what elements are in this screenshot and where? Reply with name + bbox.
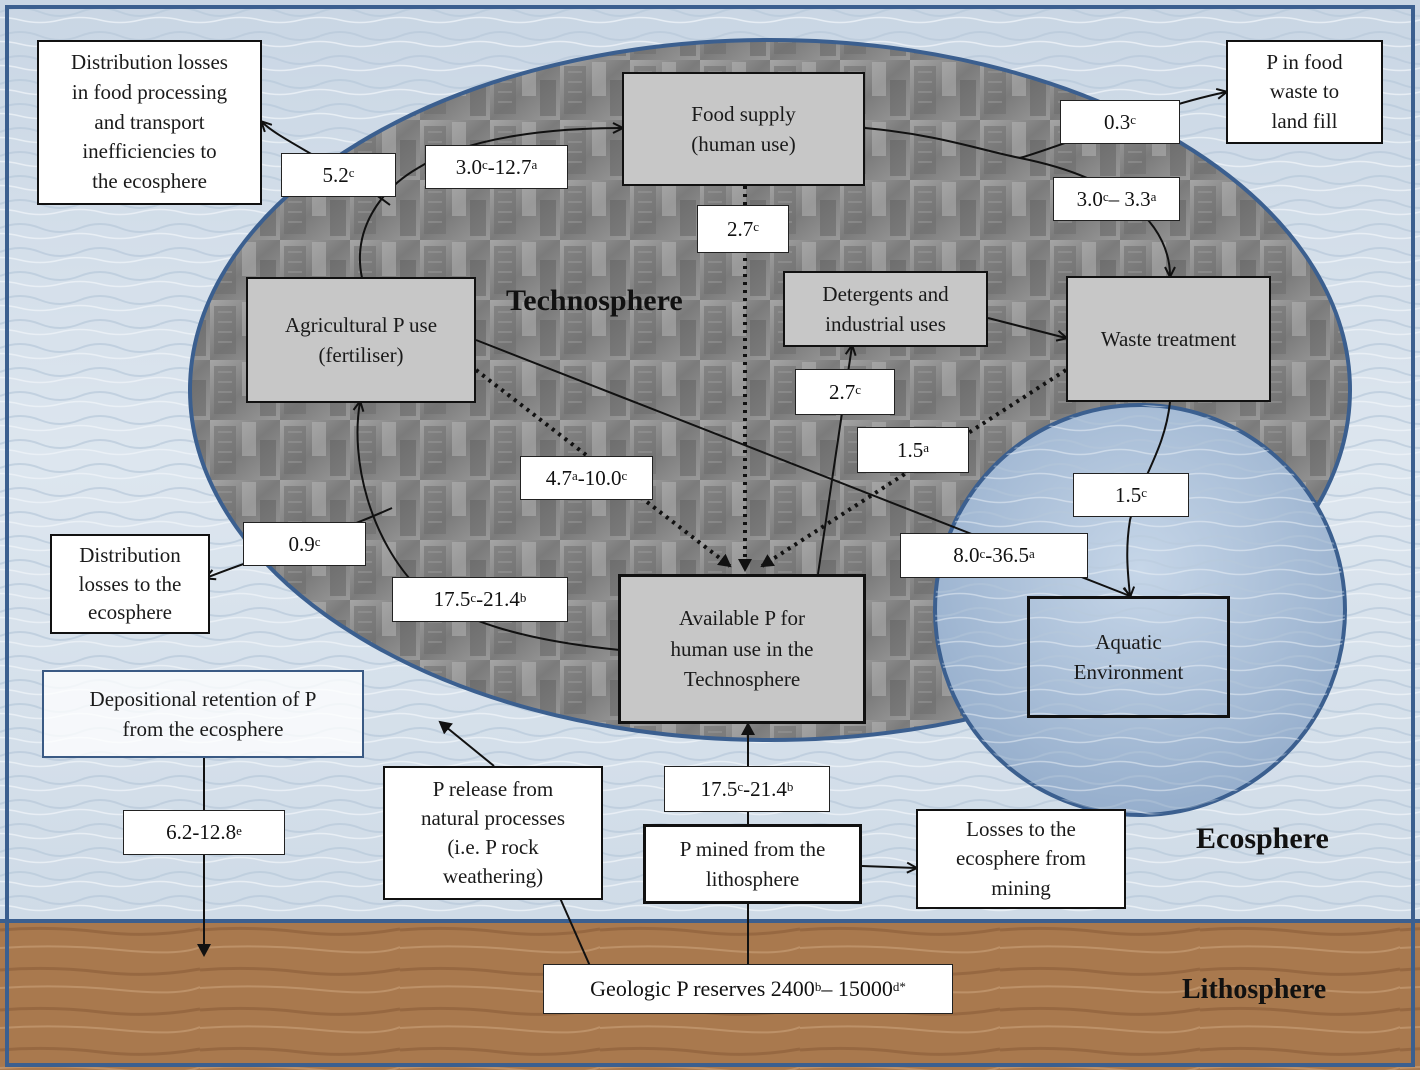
waste-treatment-node: Waste treatment [1066, 276, 1271, 402]
arrow-detergents-to-waste [987, 317, 1066, 338]
detergents-node: Detergents and industrial uses [783, 271, 988, 347]
available-p-node: Available P for human use in the Technos… [618, 574, 866, 724]
depositional-retention-node: Depositional retention of P from the eco… [42, 670, 364, 758]
p-food-waste-landfill-node: P in food waste to land fill [1226, 40, 1383, 144]
lithosphere-label: Lithosphere [1182, 974, 1327, 1005]
outer-frame [5, 5, 1415, 1067]
ecosphere-label: Ecosphere [1196, 822, 1329, 855]
losses-mining-node: Losses to the ecosphere from mining [916, 809, 1126, 909]
distribution-losses-ecosphere-node: Distribution losses to the ecosphere [50, 534, 210, 634]
arrow-agri-up [359, 167, 419, 279]
arrow-mined-to-losses [861, 866, 916, 868]
line-geologic-to-release [559, 897, 591, 967]
p-mined-node: P mined from the lithosphere [643, 824, 862, 904]
distribution-losses-food-node: Distribution losses in food processing a… [37, 40, 262, 205]
aquatic-environment-node: Aquatic Environment [1027, 596, 1230, 718]
technosphere-label: Technosphere [506, 284, 683, 317]
p-release-natural-node: P release from natural processes (i.e. P… [383, 766, 603, 900]
aquatic-ripples [935, 405, 1345, 815]
arrow-release-to-ecosphere [438, 720, 495, 767]
food-supply-node: Food supply (human use) [622, 72, 865, 186]
agricultural-p-use-node: Agricultural P use (fertiliser) [246, 277, 476, 403]
